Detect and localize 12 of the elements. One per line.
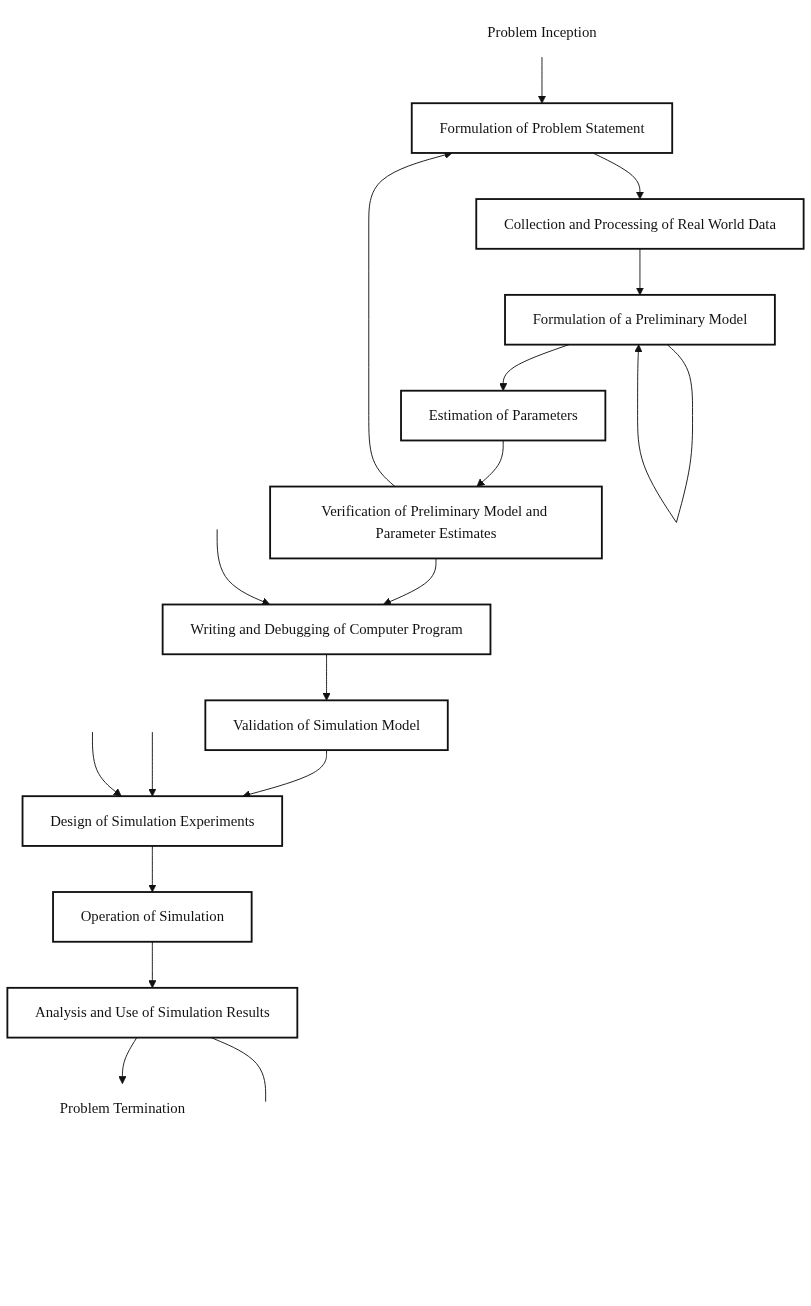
node-box: Verification of Preliminary Model and Parameter Estimates <box>269 485 603 560</box>
node-box: Design of Simulation Experiments <box>21 795 284 847</box>
node-text: Problem Inception <box>487 23 597 40</box>
node-box: Operation of Simulation <box>52 891 253 943</box>
node-box: Writing and Debugging of Computer Program <box>161 603 492 656</box>
node-text: Problem Termination <box>59 1100 186 1116</box>
node-box: Validation of Simulation Model <box>204 699 449 751</box>
node-box: Estimation of Parameters <box>400 389 607 442</box>
node-box: Analysis and Use of Simulation Results <box>6 986 299 1039</box>
node-box: Collection and Processing of Real World Data <box>475 198 805 250</box>
node-box: Formulation of Problem Statement <box>410 102 674 154</box>
node-box: Formulation of a Preliminary Model <box>504 293 776 346</box>
